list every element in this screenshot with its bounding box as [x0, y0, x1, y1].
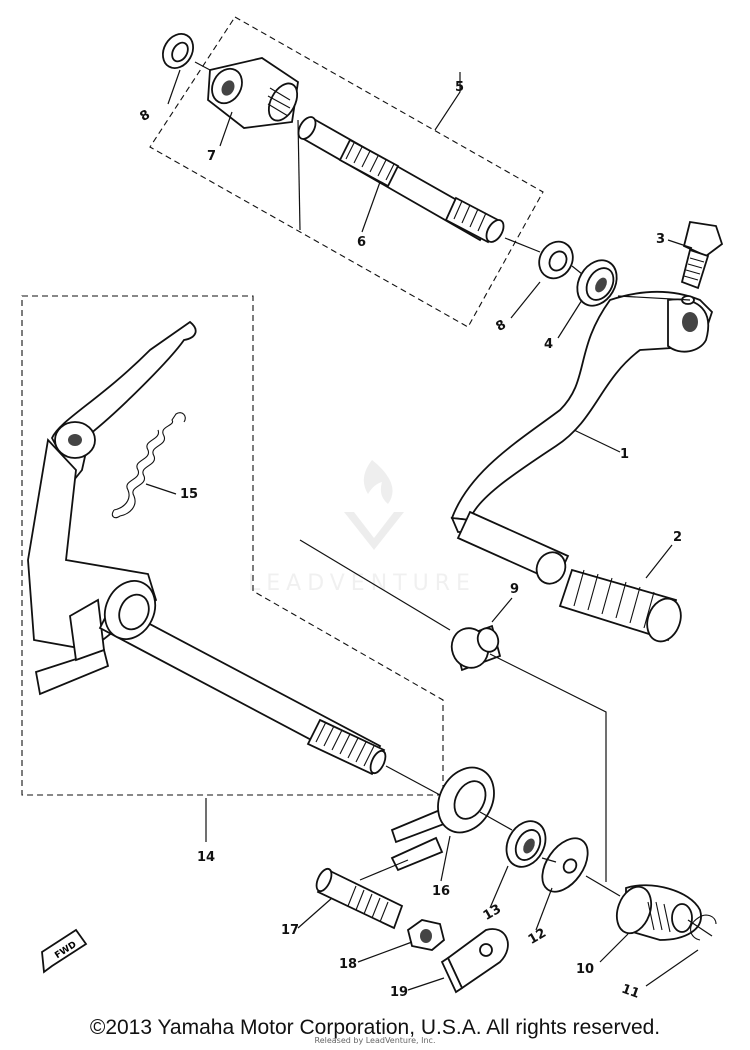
label-part-1: 1	[620, 447, 629, 462]
group-box-14	[21, 295, 444, 796]
shaft-6	[297, 116, 505, 244]
group-box-5	[149, 16, 544, 328]
bushing-9	[450, 624, 502, 672]
watermark-logo: LEADVENTURE	[248, 460, 476, 596]
label-part-14: 14	[197, 850, 215, 865]
label-part-9: 9	[510, 582, 519, 597]
label-part-17: 17	[281, 923, 299, 938]
spring-15	[111, 412, 186, 519]
circlip-11	[690, 914, 717, 941]
collar-7	[207, 57, 299, 129]
oil-seal-13	[505, 820, 547, 868]
washer-8-lower	[538, 240, 574, 280]
label-part-4: 4	[544, 337, 553, 352]
shift-lever-1	[450, 290, 714, 533]
oil-seal-4	[576, 259, 618, 307]
copyright-notice: ©2013 Yamaha Motor Corporation, U.S.A. A…	[89, 1016, 661, 1039]
label-part-16: 16	[432, 884, 450, 899]
label-part-5: 5	[455, 80, 464, 95]
label-part-8-lower: 8	[494, 317, 509, 335]
label-part-8-top: 8	[138, 107, 153, 125]
forward-direction-marker: FWD	[41, 928, 88, 974]
arm-16	[390, 766, 495, 872]
label-part-3: 3	[656, 232, 665, 247]
shift-pedal-2	[456, 510, 682, 643]
washer-12	[541, 837, 589, 893]
label-part-18: 18	[339, 957, 357, 972]
label-part-10: 10	[576, 962, 594, 977]
label-part-15: 15	[180, 487, 198, 502]
bolt-3	[680, 220, 724, 290]
label-part-12: 12	[526, 926, 549, 948]
nut-18	[406, 919, 446, 951]
leader-lines	[145, 61, 713, 991]
watermark-text: LEADVENTURE	[248, 571, 476, 596]
stopper-10	[615, 884, 702, 941]
label-part-19: 19	[390, 985, 408, 1000]
label-part-2: 2	[673, 530, 682, 545]
stud-17	[315, 867, 404, 930]
label-part-11: 11	[619, 982, 641, 1002]
plate-19	[440, 928, 509, 994]
washer-8-top	[162, 33, 194, 69]
label-part-7: 7	[207, 149, 216, 164]
released-by-notice: Released by LeadVenture, Inc.	[314, 1036, 436, 1045]
shift-shaft-14	[27, 320, 387, 776]
label-part-13: 13	[481, 902, 504, 924]
label-part-6: 6	[357, 235, 366, 250]
